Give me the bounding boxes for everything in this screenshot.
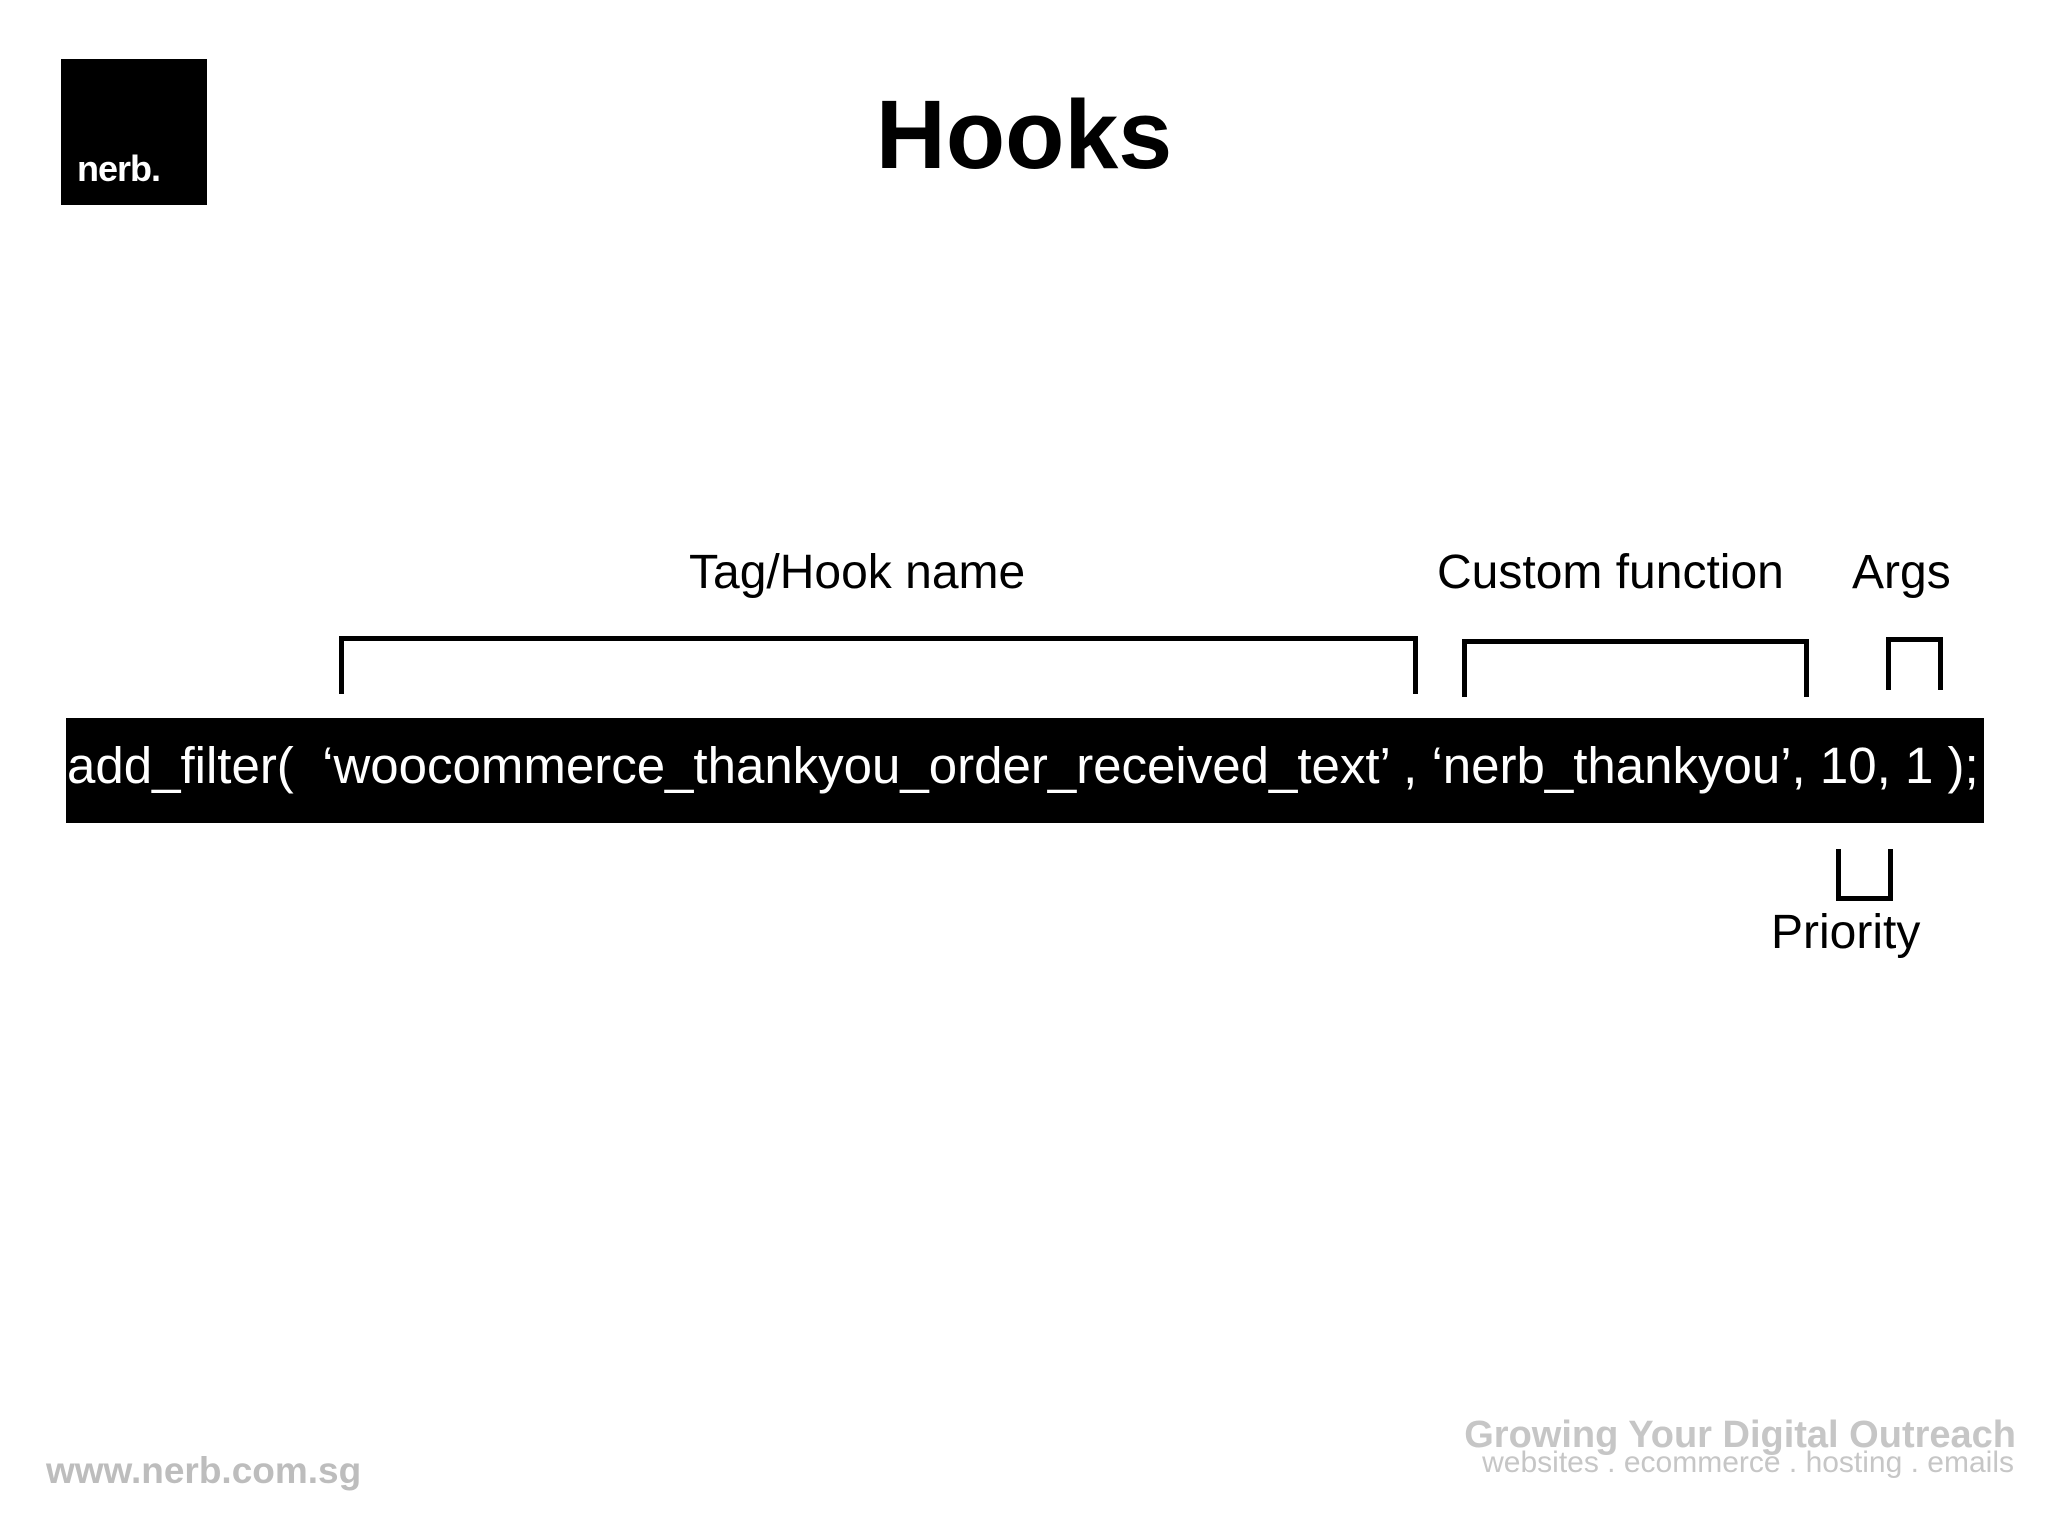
label-custom-function: Custom function (1437, 546, 1784, 599)
code-line: add_filter( ‘woocommerce_thankyou_order_… (67, 737, 1979, 794)
label-priority: Priority (1771, 906, 1921, 959)
footer-tagline: Growing Your Digital Outreach (1464, 1414, 2016, 1456)
bracket-args (1886, 637, 1943, 690)
footer-url: www.nerb.com.sg (46, 1450, 362, 1491)
page-title: Hooks (875, 80, 1173, 189)
bracket-tag-hook-name (339, 636, 1418, 694)
logo-text: nerb. (77, 148, 161, 189)
bracket-priority (1836, 849, 1893, 901)
nerb-logo: nerb. (61, 59, 207, 205)
label-args: Args (1852, 546, 1951, 599)
bracket-custom-function (1462, 639, 1809, 697)
code-bar: add_filter( ‘woocommerce_thankyou_order_… (66, 718, 1984, 823)
label-tag-hook-name: Tag/Hook name (689, 546, 1026, 599)
footer-services: websites . ecommerce . hosting . emails (1482, 1446, 2014, 1479)
